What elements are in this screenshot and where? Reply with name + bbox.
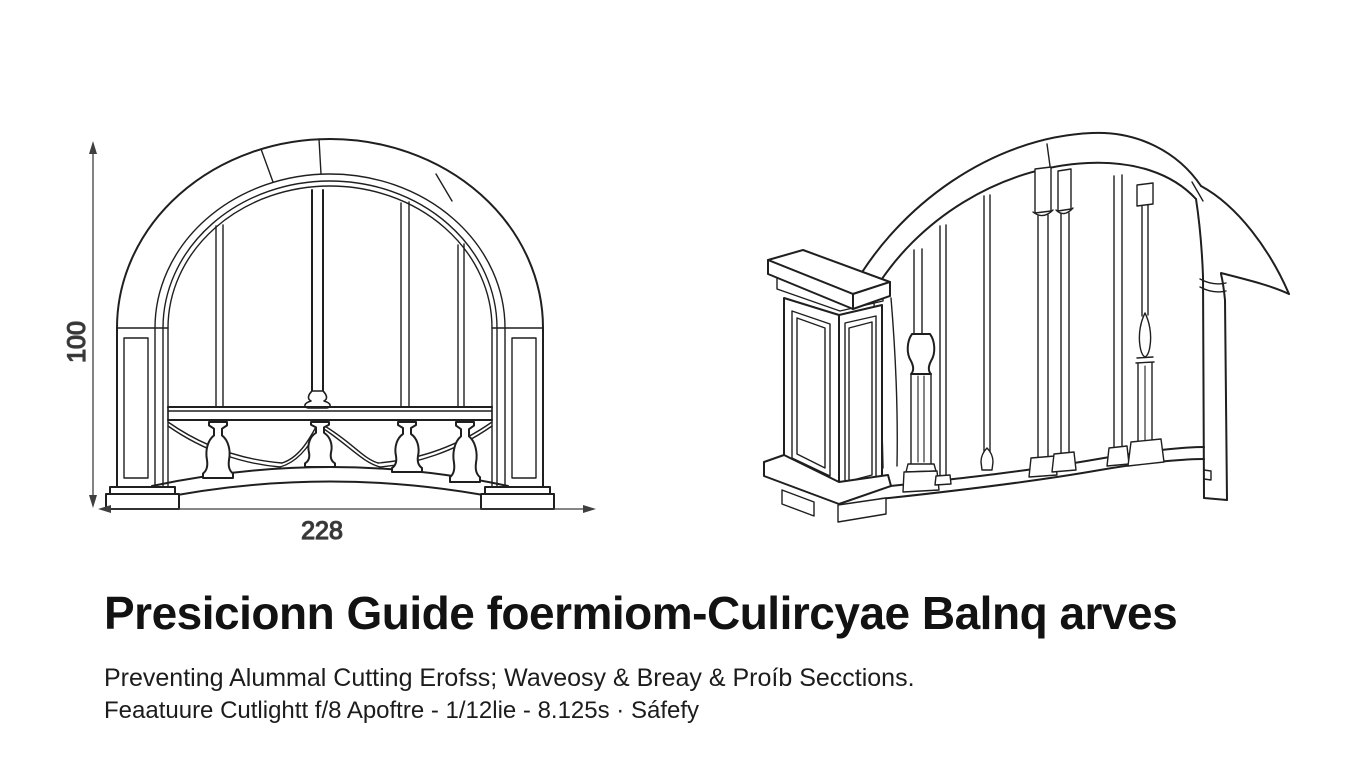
caption-line-2: Feaatuure Cutlightt f/8 Apoftre - 1/12li… (104, 697, 699, 724)
handrail-shelf (167, 406, 493, 421)
jamb-panel (511, 337, 537, 479)
dimension-annotations: 100 228 (62, 141, 596, 546)
caption-line-1: Preventing Alummal Cutting Erofss; Waveo… (104, 664, 915, 692)
page-title: Presicionn Guide foermiom-Culircyae Baln… (104, 587, 1178, 639)
arch-joint-line (318, 138, 322, 175)
interior-bars (215, 189, 465, 409)
arch-joint-line (435, 173, 453, 202)
front-elevation-drawing: 100 228 (62, 138, 596, 546)
right-post (1195, 198, 1228, 501)
post-base (763, 454, 892, 505)
handrail-joint-line (1191, 181, 1204, 202)
jamb-panel (123, 337, 149, 479)
vase-balusters (201, 420, 482, 484)
width-dimension-label: 228 (301, 517, 343, 545)
perspective-railing-drawing (763, 131, 1290, 523)
post-panel (791, 310, 831, 477)
arch-joint-line (260, 148, 274, 183)
arch-handrail (851, 131, 1290, 469)
height-dimension-label: 100 (63, 321, 91, 363)
fascia-lower-edge (1220, 272, 1290, 295)
balusters (902, 166, 1165, 493)
center-bar-turning (304, 390, 331, 409)
fascia-outer-edge (1200, 185, 1290, 295)
handrail-joint-line (1046, 143, 1051, 167)
newel-post (763, 249, 892, 523)
plinth-bases (105, 486, 555, 510)
apron-arch-bottom (145, 480, 515, 502)
